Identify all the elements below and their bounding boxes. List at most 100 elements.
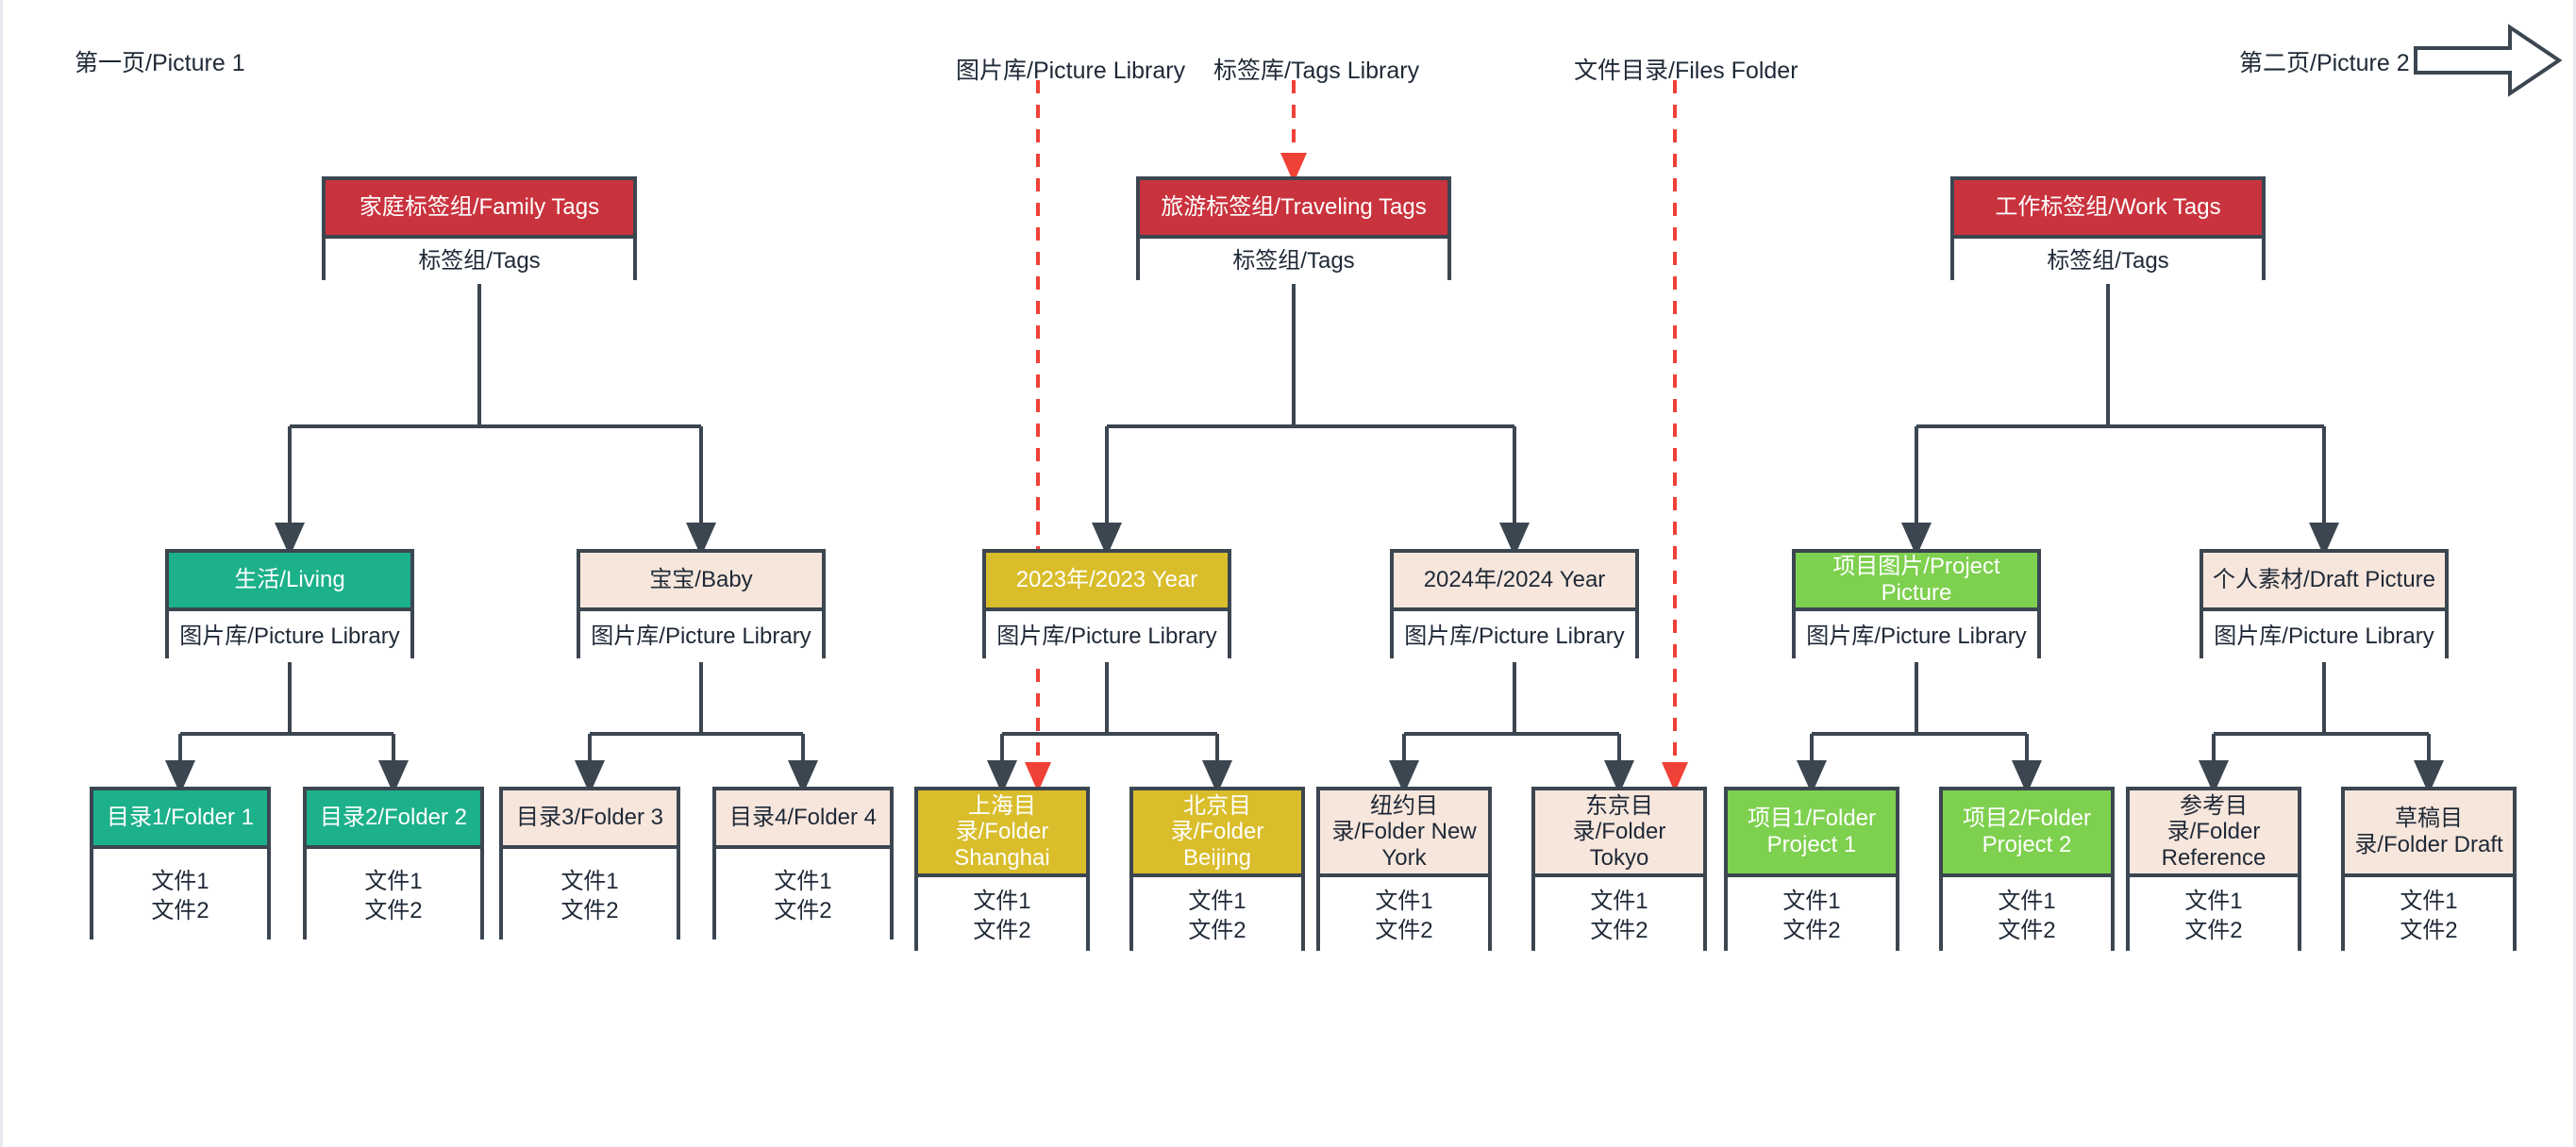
node-header-folder-beijing: 北京目录/Folder Beijing: [1133, 790, 1301, 873]
node-header-year-2024-library: 2024年/2024 Year: [1394, 553, 1635, 607]
node-body-year-2023-library: 图片库/Picture Library: [986, 607, 1228, 662]
node-body-line: 文件1: [2400, 888, 2458, 914]
right-arrow-icon: [2414, 24, 2563, 97]
node-body-line: 文件1: [1782, 888, 1841, 914]
node-body-line: 图片库/Picture Library: [591, 623, 811, 650]
node-body-line: 文件1: [364, 868, 423, 894]
node-body-line: 文件2: [151, 898, 209, 923]
node-header-traveling-tags: 旅游标签组/Traveling Tags: [1140, 180, 1447, 235]
node-body-family-tags: 标签组/Tags: [326, 235, 633, 284]
node-year-2023-library[interactable]: 2023年/2023 Year 图片库/Picture Library: [982, 549, 1231, 662]
node-project-picture-library[interactable]: 项目图片/Project Picture 图片库/Picture Library: [1792, 549, 2041, 662]
node-header-baby-library: 宝宝/Baby: [580, 553, 822, 607]
node-header-folder-newyork: 纽约目录/Folder New York: [1320, 790, 1488, 873]
node-body-line: 文件1: [973, 888, 1031, 914]
node-body-line: 文件2: [560, 898, 619, 923]
node-living-library[interactable]: 生活/Living 图片库/Picture Library: [165, 549, 414, 662]
node-body-year-2024-library: 图片库/Picture Library: [1394, 607, 1635, 662]
node-body-line: 文件1: [1188, 888, 1246, 914]
node-header-year-2023-library: 2023年/2023 Year: [986, 553, 1228, 607]
node-body-line: 标签组/Tags: [418, 248, 541, 274]
node-body-living-library: 图片库/Picture Library: [169, 607, 410, 662]
annotation-label-files-folder: 文件目录/Files Folder: [1574, 58, 1798, 84]
node-header-folder-1: 目录1/Folder 1: [93, 790, 267, 845]
node-body-line: 图片库/Picture Library: [1806, 623, 2027, 650]
node-header-folder-draft: 草稿目录/Folder Draft: [2345, 790, 2513, 873]
node-body-line: 标签组/Tags: [1232, 248, 1355, 274]
node-header-living-library: 生活/Living: [169, 553, 410, 607]
node-body-line: 图片库/Picture Library: [1404, 623, 1625, 650]
node-body-line: 文件2: [1375, 918, 1433, 943]
node-body-line: 文件1: [774, 868, 832, 894]
connector-layer: [165, 80, 2444, 794]
node-header-work-tags: 工作标签组/Work Tags: [1954, 180, 2262, 235]
annotation-label-picture-library: 图片库/Picture Library: [956, 58, 1186, 84]
node-header-folder-shanghai: 上海目录/Folder Shanghai: [918, 790, 1086, 873]
node-header-folder-project-2: 项目2/Folder Project 2: [1943, 790, 2111, 873]
node-header-folder-4: 目录4/Folder 4: [716, 790, 890, 845]
node-header-draft-picture-library: 个人素材/Draft Picture: [2203, 553, 2445, 607]
node-body-line: 图片库/Picture Library: [179, 623, 400, 650]
node-body-traveling-tags: 标签组/Tags: [1140, 235, 1447, 284]
node-header-project-picture-library: 项目图片/Project Picture: [1796, 553, 2037, 607]
node-body-line: 图片库/Picture Library: [996, 623, 1217, 650]
node-body-line: 文件2: [1188, 918, 1246, 943]
node-body-line: 文件2: [364, 898, 423, 923]
node-body-line: 文件1: [1998, 888, 2056, 914]
annotation-label-tags-library: 标签库/Tags Library: [1213, 58, 1420, 84]
page-label-left: 第一页/Picture 1: [75, 50, 245, 76]
node-body-line: 图片库/Picture Library: [2214, 623, 2434, 650]
node-body-project-picture-library: 图片库/Picture Library: [1796, 607, 2037, 662]
node-header-folder-reference: 参考目录/Folder Reference: [2130, 790, 2298, 873]
node-body-line: 文件2: [1782, 918, 1841, 943]
node-body-line: 文件2: [1998, 918, 2056, 943]
node-body-line: 文件2: [973, 918, 1031, 943]
node-baby-library[interactable]: 宝宝/Baby 图片库/Picture Library: [577, 549, 826, 662]
node-body-line: 文件1: [1590, 888, 1648, 914]
node-header-folder-2: 目录2/Folder 2: [307, 790, 480, 845]
node-header-family-tags: 家庭标签组/Family Tags: [326, 180, 633, 235]
node-body-work-tags: 标签组/Tags: [1954, 235, 2262, 284]
node-family-tags[interactable]: 家庭标签组/Family Tags 标签组/Tags: [322, 176, 637, 284]
node-body-line: 文件1: [2184, 888, 2243, 914]
node-traveling-tags[interactable]: 旅游标签组/Traveling Tags 标签组/Tags: [1136, 176, 1451, 284]
node-header-folder-tokyo: 东京目录/Folder Tokyo: [1535, 790, 1703, 873]
page-label-right: 第二页/Picture 2: [2239, 50, 2410, 76]
node-body-line: 文件2: [774, 898, 832, 923]
node-body-draft-picture-library: 图片库/Picture Library: [2203, 607, 2445, 662]
node-header-folder-3: 目录3/Folder 3: [503, 790, 677, 845]
node-body-line: 标签组/Tags: [2047, 248, 2169, 274]
node-header-folder-project-1: 项目1/Folder Project 1: [1728, 790, 1896, 873]
node-work-tags[interactable]: 工作标签组/Work Tags 标签组/Tags: [1950, 176, 2266, 284]
node-body-line: 文件2: [1590, 918, 1648, 943]
node-year-2024-library[interactable]: 2024年/2024 Year 图片库/Picture Library: [1390, 549, 1639, 662]
node-folder-1[interactable]: 目录1/Folder 1 文件1 文件2: [90, 787, 271, 943]
node-body-line: 文件2: [2184, 918, 2243, 943]
node-draft-picture-library[interactable]: 个人素材/Draft Picture 图片库/Picture Library: [2200, 549, 2449, 662]
node-body-line: 文件1: [151, 868, 209, 894]
node-body-line: 文件1: [1375, 888, 1433, 914]
